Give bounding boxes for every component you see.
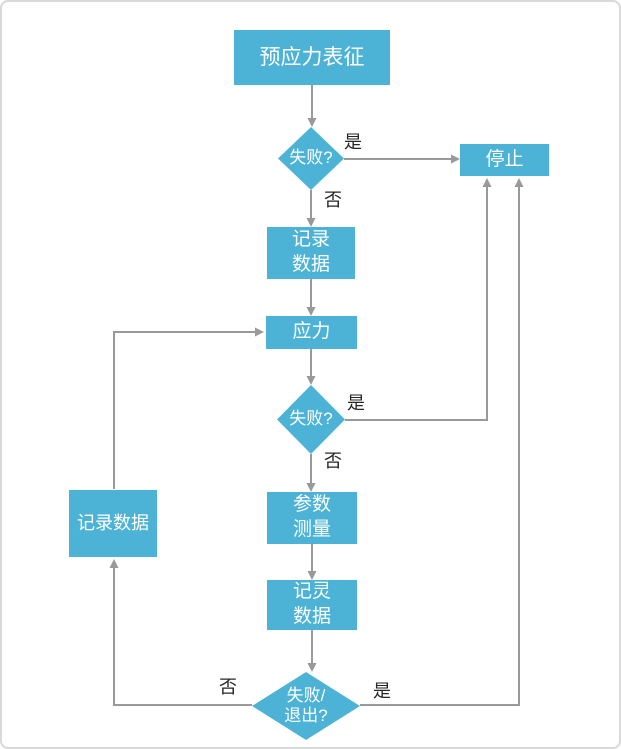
node-record-data-top: 记录 数据 <box>267 227 355 279</box>
node-record-data-mid: 记灵 数据 <box>267 580 357 630</box>
edge-label-no-3: 否 <box>219 677 237 697</box>
edge-label-yes-2: 是 <box>347 393 365 413</box>
edge-record-left-to-stress <box>113 327 264 489</box>
edge-decision2-yes-to-stop <box>345 178 492 421</box>
edge-decision3-no-to-record-left <box>109 559 252 706</box>
node-start: 预应力表征 <box>234 30 390 85</box>
node-record-data-left: 记录数据 <box>69 490 157 557</box>
edge-label-no-2: 否 <box>324 451 342 471</box>
edge-label-no-1: 否 <box>324 190 342 210</box>
node-parameter-measurement: 参数 测量 <box>267 492 357 544</box>
edge-label-yes-3: 是 <box>373 681 391 701</box>
node-stop: 停止 <box>460 144 549 176</box>
edge-label-yes-1: 是 <box>344 132 362 152</box>
node-stress: 应力 <box>266 316 357 349</box>
edge-decision3-yes-to-stop <box>360 178 524 706</box>
